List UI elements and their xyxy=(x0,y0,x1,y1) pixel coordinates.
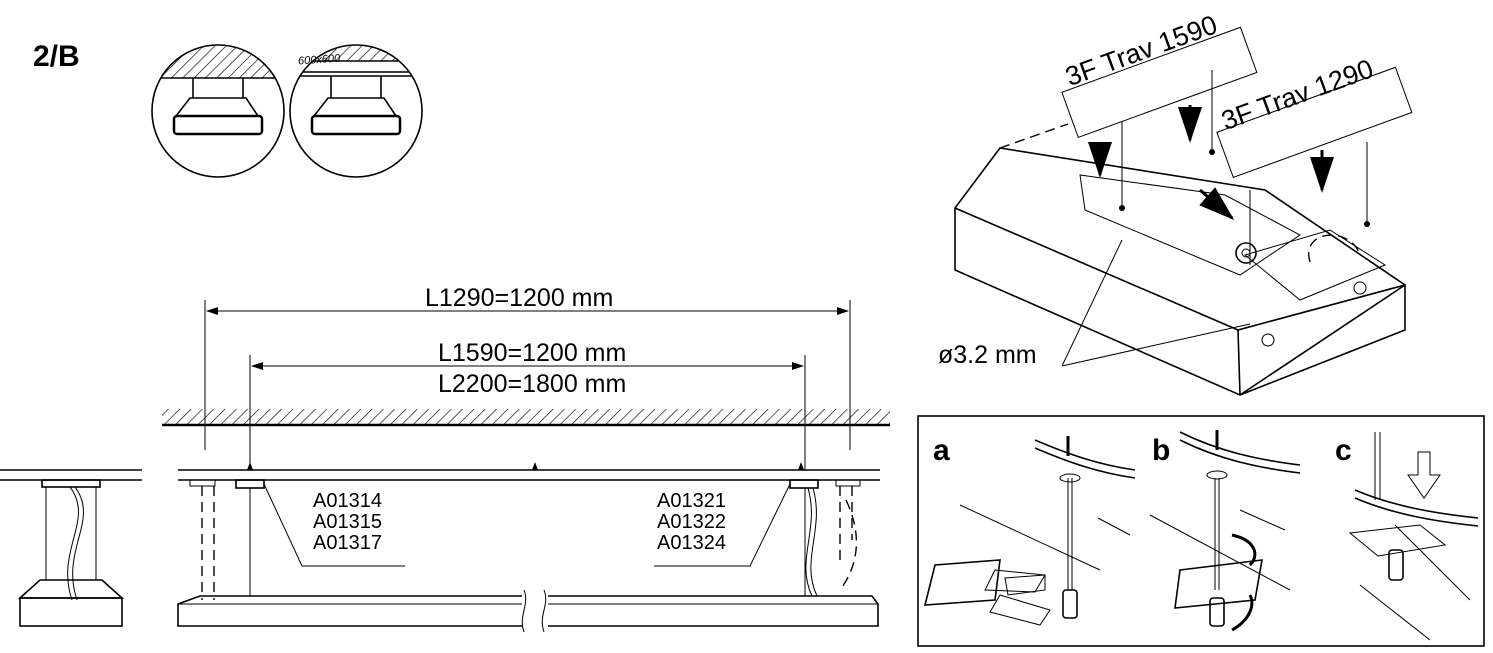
part-number: A01317 xyxy=(313,532,382,554)
dimension-l2200: L2200=1800 mm xyxy=(438,370,627,398)
part-number: A01321 xyxy=(657,490,726,512)
detail-step-c: c xyxy=(1335,434,1352,467)
isometric-luminaire xyxy=(954,26,1413,396)
part-number: A01314 xyxy=(313,490,382,512)
end-view xyxy=(0,469,142,627)
detail-step-a: a xyxy=(933,434,950,467)
mount-detail-solid-ceiling xyxy=(151,44,285,178)
hole-diameter-label: ø3.2 mm xyxy=(938,341,1037,369)
dimension-l1590: L1590=1200 mm xyxy=(438,339,627,367)
step-label: 2/B xyxy=(33,40,80,73)
detail-step-b: b xyxy=(1152,434,1171,467)
part-number-list-left: A01314 A01315 A01317 xyxy=(313,491,382,554)
part-number-list-right: A01321 A01322 A01324 xyxy=(657,491,726,554)
part-number: A01324 xyxy=(657,532,726,554)
wire-adjust-detail-box xyxy=(917,415,1485,647)
dimension-l1290: L1290=1200 mm xyxy=(425,284,614,312)
part-number: A01315 xyxy=(313,511,382,533)
part-number: A01322 xyxy=(657,511,726,533)
side-elevation xyxy=(162,300,890,633)
